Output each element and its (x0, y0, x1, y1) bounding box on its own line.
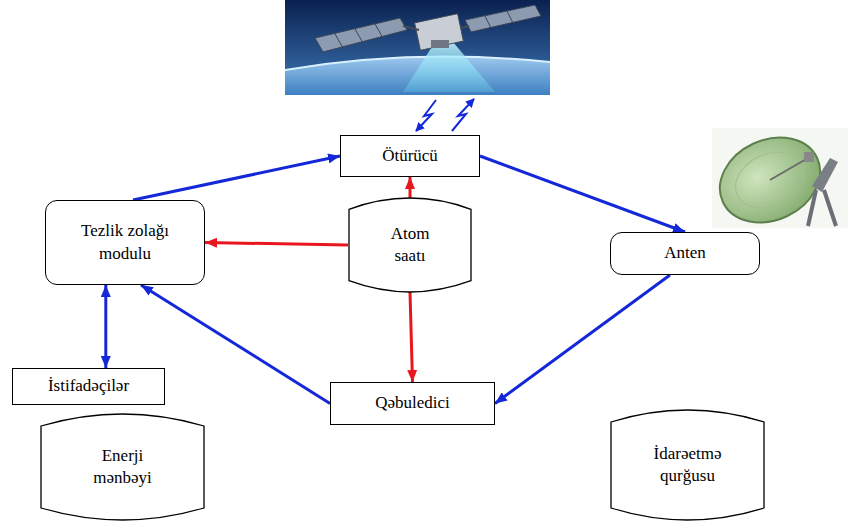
text-group: Ötürücü (382, 145, 438, 167)
text-group: Atom saatı (380, 223, 440, 267)
text-group: İstifadəçilər (48, 375, 129, 397)
block-box: Qəbuledici (330, 382, 495, 425)
text-group: İdarəetmə qurğusu (638, 443, 738, 487)
cylinder-box: Enerji mənbəyi (40, 414, 205, 520)
text-group: Enerji mənbəyi (83, 445, 163, 489)
dish-antenna-picture (712, 128, 848, 228)
cylinder-outline (611, 410, 764, 520)
box-label: Ötürücü (382, 145, 438, 167)
clock-signal-arrow (409, 177, 412, 198)
box-label: İstifadəçilər (48, 375, 129, 397)
cylinder-outline (348, 198, 472, 292)
cylinder-box: Atom saatı (348, 198, 472, 292)
data-flow-arrow (480, 156, 685, 232)
text-group: Tezlik zolağı modulu (63, 220, 188, 264)
block-box: Ötürücü (340, 135, 480, 177)
clock-signal-arrow (205, 243, 348, 246)
box-label: Qəbuledici (375, 392, 450, 414)
satellite-picture (285, 0, 550, 95)
cylinder-outline (40, 414, 205, 520)
block-box: Anten (610, 232, 760, 275)
box-label: Anten (664, 242, 706, 264)
box-label: Tezlik zolağı modulu (63, 220, 188, 264)
block-box: İstifadəçilər (12, 368, 165, 405)
cylinder-outline (41, 414, 204, 520)
data-flow-arrow (495, 275, 670, 404)
box-label: İdarəetmə qurğusu (638, 443, 738, 487)
data-flow-arrow (141, 285, 330, 404)
box-label: Atom saatı (380, 223, 440, 267)
block-box: Tezlik zolağı modulu (45, 200, 205, 285)
box-label: Enerji mənbəyi (83, 445, 163, 489)
clock-signal-arrow (410, 292, 413, 382)
data-flow-arrow (133, 156, 340, 200)
cylinder-outline (349, 198, 471, 292)
text-group: Qəbuledici (375, 392, 450, 414)
text-group: Anten (664, 242, 706, 264)
cylinder-outline (610, 410, 765, 520)
cylinder-box: İdarəetmə qurğusu (610, 410, 765, 520)
data-flow-arrow (104, 285, 107, 368)
